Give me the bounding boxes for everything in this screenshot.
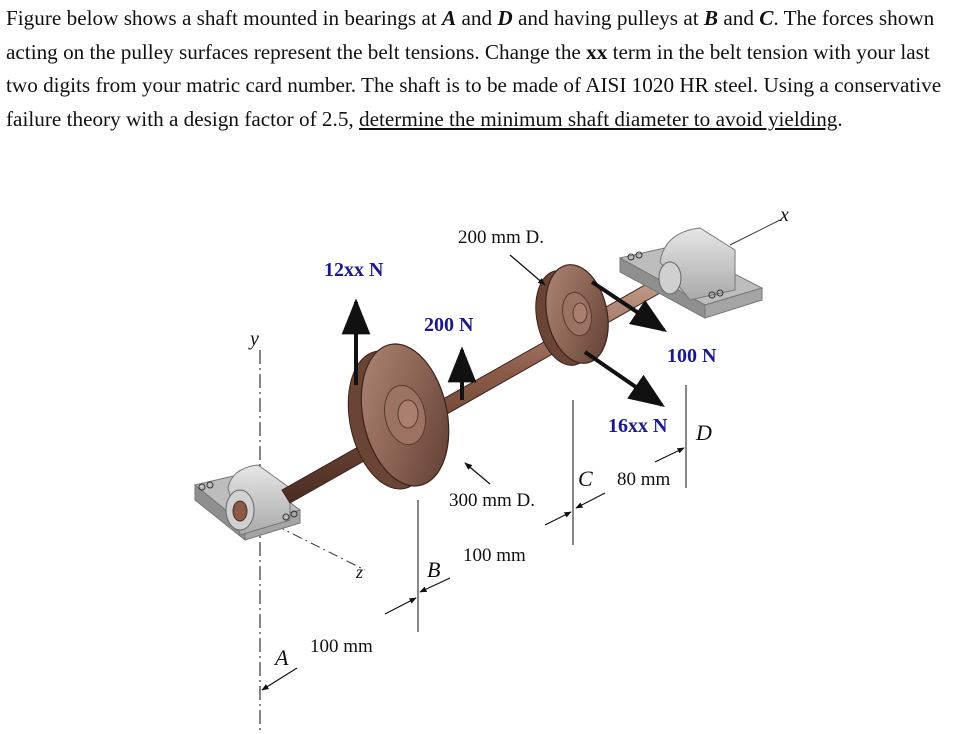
dim-arrow-a — [261, 667, 298, 691]
dim-label-cd: 80 mm — [617, 469, 671, 490]
diam-label-b: 300 mm D. — [449, 490, 535, 511]
text-segment: . The forces shown acting on the pulley … — [6, 6, 935, 64]
point-c-label: C — [578, 466, 593, 491]
pulley-c — [535, 264, 609, 366]
y-axis-label: y — [248, 328, 259, 350]
x-axis-label: x — [779, 204, 789, 226]
point-a-label: A — [273, 645, 289, 670]
point-d-ref: D — [497, 6, 513, 30]
leader-300mm — [464, 462, 491, 485]
problem-statement: Figure below shows a shaft mounted in be… — [6, 2, 964, 136]
force-label-b-small: 200 N — [424, 314, 474, 336]
x-axis-line — [729, 219, 781, 246]
dim-arrow-c-left — [544, 511, 572, 526]
diam-label-c: 200 mm D. — [458, 227, 544, 248]
dim-label-ab: 100 mm — [310, 636, 373, 657]
z-axis-line — [274, 524, 366, 571]
point-a-ref: A — [442, 6, 457, 30]
shaft-figure: x y z A B C D 12xx N 200 N 100 N 16xx N … — [193, 204, 789, 734]
force-label-c-1: 100 N — [667, 345, 717, 367]
text-segment: and having pulleys at — [512, 6, 704, 30]
point-b-label: B — [427, 557, 440, 582]
point-c-ref: C — [759, 6, 774, 30]
task-underlined: determine the minimum shaft diameter to … — [359, 106, 838, 131]
text-segment: and — [456, 6, 498, 30]
point-d-label: D — [695, 420, 712, 445]
force-label-c-2: 16xx N — [608, 415, 668, 437]
dim-arrow-d — [654, 447, 685, 463]
point-b-ref: B — [703, 6, 719, 30]
force-label-b-up: 12xx N — [324, 259, 384, 281]
dim-arrow-c-right — [575, 492, 606, 509]
dim-arrow-b-right — [419, 577, 451, 593]
bearing-d — [618, 227, 764, 319]
dim-label-bc: 100 mm — [463, 545, 526, 566]
text-segment: and — [718, 6, 760, 30]
dim-arrow-b-left — [384, 597, 417, 615]
bearing-a — [193, 464, 302, 542]
pulley-b — [347, 343, 450, 490]
z-axis-label: z — [355, 562, 363, 582]
text-segment: Figure below shows a shaft mounted in be… — [6, 6, 443, 30]
text-segment: . — [837, 106, 843, 131]
force-arrow-c-2 — [583, 350, 665, 408]
leader-200mm — [509, 254, 546, 286]
force-arrow-c-1 — [590, 280, 667, 332]
xx-term: xx — [586, 39, 608, 64]
text-segment: term in the belt tension with your last … — [6, 39, 942, 131]
